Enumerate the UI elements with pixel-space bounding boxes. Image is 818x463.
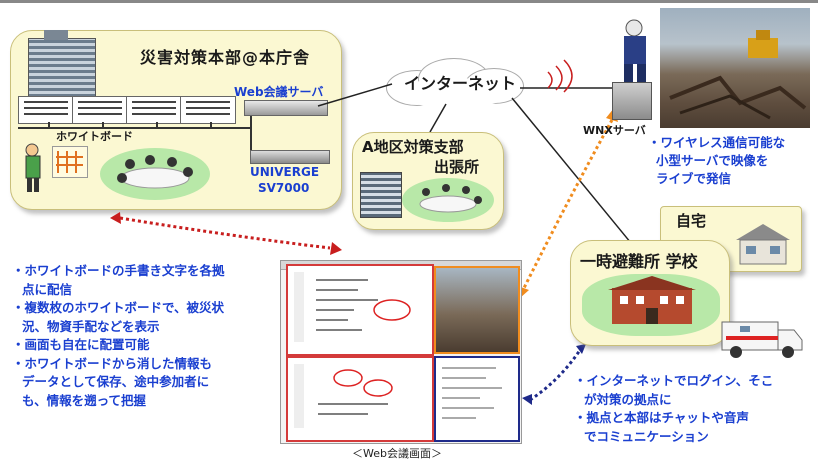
branch-label-2: 出張所: [434, 158, 480, 176]
wnx-note: 小型サーバで映像を: [656, 153, 769, 168]
hq-network-drop: [48, 122, 50, 128]
wnx-notes: ・ワイヤレス通信可能な 小型サーバで映像を ライブで発信: [648, 134, 785, 188]
internet-cloud: [378, 54, 528, 108]
univerge-label-1: UNIVERGE: [250, 165, 320, 179]
disaster-photo: [660, 8, 810, 128]
left-note: も、情報を遡って把握: [22, 392, 147, 408]
right-note: ・拠点と本部はチャットや音声: [574, 410, 749, 425]
home-label: 自宅: [676, 212, 707, 230]
whiteboard-2: [72, 96, 128, 124]
left-note: ・ホワイトボードの手書き文字を各拠: [12, 263, 225, 278]
branch-building-image: [360, 172, 402, 218]
right-note: が対策の拠点に: [584, 391, 672, 407]
univerge-server-image: [250, 150, 330, 164]
hq-network-drop: [156, 122, 158, 128]
web-server-image: [244, 100, 328, 116]
left-note: データとして保存、途中参加者に: [22, 374, 210, 389]
whiteboard-panel-bottom: [286, 356, 434, 442]
left-note: 況、物資手配などを表示: [22, 318, 160, 334]
whiteboard-1: [18, 96, 74, 124]
whiteboard-4: [180, 96, 236, 124]
presenter-figure: [20, 142, 60, 194]
ambulance-image: [718, 316, 804, 360]
wnx-server-label: WNXサーバ: [583, 124, 646, 137]
presenter-board: [52, 146, 88, 178]
right-note: でコミュニケーション: [584, 428, 709, 444]
rescue-worker-figure: [610, 18, 660, 88]
left-note: 点に配信: [22, 281, 73, 297]
hq-title: 災害対策本部@本庁舎: [140, 48, 311, 67]
hq-meeting-image: [100, 148, 210, 200]
hq-network-drop: [210, 122, 212, 128]
whiteboard-panel-top: [286, 264, 434, 356]
hq-network-drop: [102, 122, 104, 128]
right-notes: ・インターネットでログイン、そこ が対策の拠点に ・拠点と本部はチャットや音声 …: [574, 372, 773, 446]
right-note: ・インターネットでログイン、そこ: [574, 373, 774, 388]
left-notes: ・ホワイトボードの手書き文字を各拠 点に配信 ・複数枚のホワイトボードで、被災状…: [12, 262, 225, 410]
shelter-label: 一時避難所 学校: [580, 252, 698, 271]
branch-label-1: A地区対策支部: [362, 138, 464, 156]
left-note: ・画面も自在に配置可能: [12, 337, 150, 352]
whiteboard-3: [126, 96, 182, 124]
hq-building-tower: [44, 30, 68, 40]
wnx-note: ・ワイヤレス通信可能な: [648, 135, 786, 150]
internet-label: インターネット: [404, 74, 517, 93]
hq-network-vertical: [250, 110, 252, 154]
chat-panel: [434, 356, 520, 442]
school-image: [582, 274, 720, 336]
univerge-label-2: SV7000: [258, 181, 310, 195]
wnx-note: ライブで発信: [656, 171, 732, 186]
video-panel-photo: [434, 266, 520, 354]
home-house-image: [732, 222, 794, 266]
top-bar: [0, 0, 818, 3]
web-server-label: Web会議サーバ: [234, 85, 324, 99]
left-note: ・ホワイトボードから消した情報も: [12, 355, 213, 371]
left-note: ・複数枚のホワイトボードで、被災状: [12, 300, 225, 315]
hq-network-line: [18, 127, 250, 129]
wnx-server-image: [612, 82, 652, 120]
web-conference-caption: ＜Web会議画面＞: [352, 447, 442, 460]
branch-meeting-image: [402, 178, 494, 222]
whiteboard-label: ホワイトボード: [56, 130, 133, 143]
